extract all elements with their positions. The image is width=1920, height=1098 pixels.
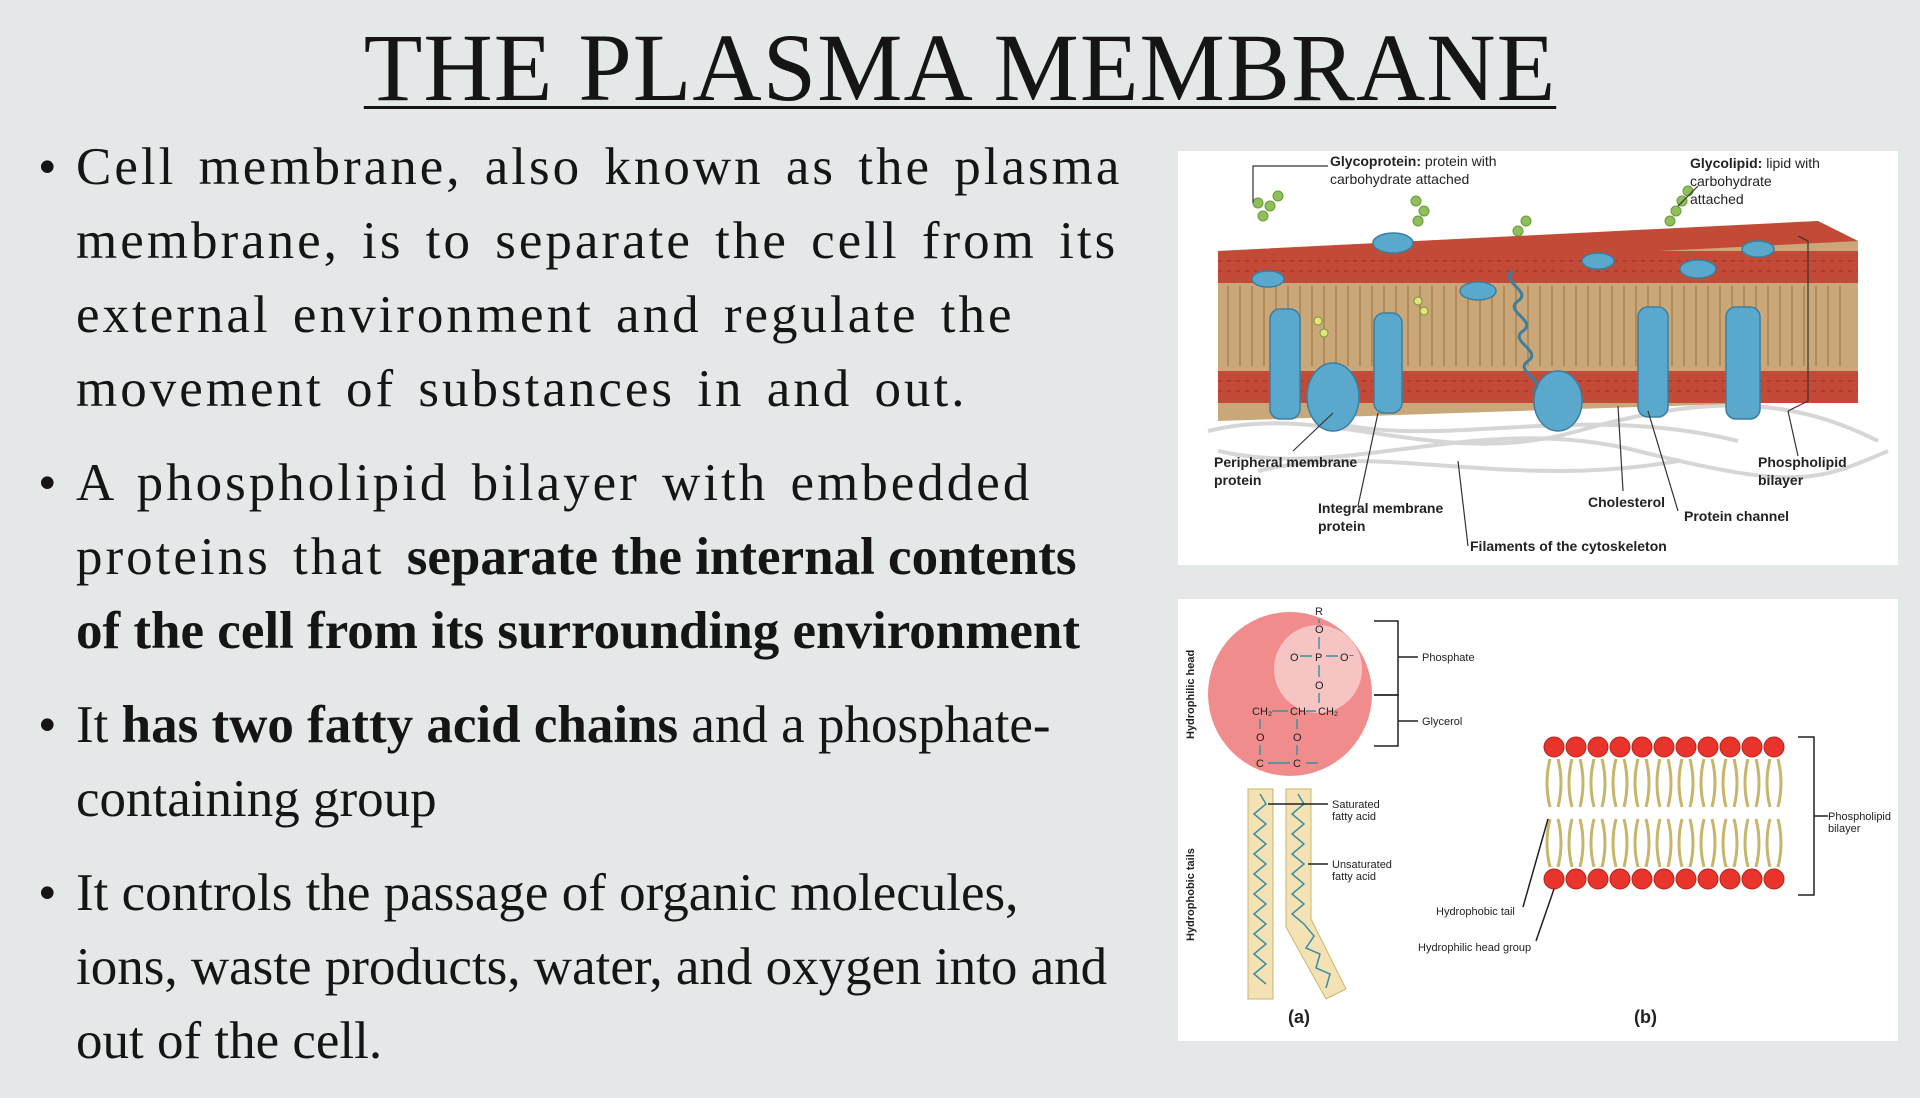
leader-lines <box>1252 165 1809 547</box>
panel-b-brackets <box>1522 736 1828 942</box>
bullet-item: • It has two fatty acid chains and a phos… <box>38 688 1128 836</box>
saturated-label: Saturated <box>1332 799 1380 811</box>
chem-c-1: C <box>1256 758 1264 770</box>
membrane-diagram: Glycoprotein: protein with carbohydrate … <box>1207 153 1889 554</box>
glycoprotein-label-line2: carbohydrate attached <box>1330 171 1469 187</box>
phospholipid-figure: Hydrophilic head Hydrophobic tails R O O… <box>1178 599 1898 1041</box>
fatty-acid-tails <box>1247 788 1347 1000</box>
bullet-dot: • <box>38 454 57 512</box>
svg-text:Glycoprotein: protein with: Glycoprotein: protein with <box>1330 153 1497 169</box>
chem-c-2: C <box>1293 758 1301 770</box>
bullet-bold-text: has two fatty acid chains <box>121 696 679 754</box>
glycoprotein-label-rest: protein with <box>1421 153 1496 169</box>
hydrophobic-tail-label: Hydrophobic tail <box>1436 906 1515 918</box>
bilayer-b-label: Phospholipid <box>1828 811 1891 823</box>
membrane-proteins <box>1251 232 1775 432</box>
bullet-item: • It controls the passage of organic mole… <box>38 856 1128 1078</box>
hydrophilic-head-label: Hydrophilic head <box>1185 650 1197 739</box>
svg-text:Glycolipid: lipid with: Glycolipid: lipid with <box>1690 155 1820 171</box>
unsaturated-label: Unsaturated <box>1332 859 1392 871</box>
peripheral-protein-label: Peripheral membrane <box>1214 454 1357 470</box>
panel-a-label: (a) <box>1288 1007 1310 1027</box>
chem-bonds <box>1259 619 1338 764</box>
carbohydrate-chains <box>1252 185 1694 338</box>
glycerol-label: Glycerol <box>1422 716 1462 728</box>
bullet-dot: • <box>38 696 57 754</box>
hydrophilic-head-group-label: Hydrophilic head group <box>1418 942 1531 954</box>
bilayer-b <box>1543 736 1785 890</box>
bullet-item: • Cell membrane, also known as the plasma… <box>38 130 1128 426</box>
chem-o-2: O <box>1315 680 1324 692</box>
page-title: The Plasma Membrane <box>363 14 1557 121</box>
integral-protein-label-2: protein <box>1318 518 1365 534</box>
chem-ch: CH <box>1290 706 1306 718</box>
chem-o-minus: O⁻ <box>1340 652 1355 664</box>
bullet-dot: • <box>38 864 57 922</box>
panel-a-brackets <box>1268 620 1418 865</box>
hydrophobic-tails-label: Hydrophobic tails <box>1185 848 1197 941</box>
bilayer-label: Phospholipid <box>1758 454 1847 470</box>
unsaturated-label-2: fatty acid <box>1332 871 1376 883</box>
filaments-label: Filaments of the cytoskeleton <box>1470 538 1667 554</box>
bullet-bold-text: separate the internal contents of the ce… <box>76 528 1081 660</box>
glycolipid-label-line2: carbohydrate <box>1690 173 1772 189</box>
integral-protein-label: Integral membrane <box>1318 500 1443 516</box>
bullet-text: Cell membrane, also known as the plasma … <box>76 138 1123 418</box>
glycolipid-label-rest: lipid with <box>1762 155 1820 171</box>
phosphate-highlight <box>1274 625 1362 713</box>
bullet-text: A phospholipid bilayer with embedded pro… <box>76 454 1033 586</box>
phosphate-label: Phosphate <box>1422 652 1475 664</box>
bullet-list: • Cell membrane, also known as the plasma… <box>38 130 1128 1098</box>
phospholipid-diagram: Hydrophilic head Hydrophobic tails R O O… <box>1185 606 1891 1027</box>
bullet-dot: • <box>38 138 60 196</box>
bullet-item: • A phospholipid bilayer with embedded pr… <box>38 446 1128 668</box>
membrane-structure-figure: Glycoprotein: protein with carbohydrate … <box>1178 151 1898 565</box>
peripheral-protein-label-2: protein <box>1214 472 1261 488</box>
bullet-text: It controls the passage of organic molec… <box>76 864 1108 1070</box>
chem-p: P <box>1315 652 1322 664</box>
chem-ch2-right: CH₂ <box>1318 706 1338 718</box>
protein-channel-label: Protein channel <box>1684 508 1789 524</box>
cholesterol-label: Cholesterol <box>1588 494 1665 510</box>
chem-o: O <box>1315 624 1324 636</box>
bilayer-b-label-2: bilayer <box>1828 823 1861 835</box>
chem-o-lower-2: O <box>1293 732 1302 744</box>
chem-o-lower-1: O <box>1256 732 1265 744</box>
glycolipid-label-line3: attached <box>1690 191 1744 207</box>
panel-b-label: (b) <box>1634 1007 1657 1027</box>
bullet-text: and a phosphate-containing group <box>76 696 1051 828</box>
chem-r: R <box>1315 606 1323 618</box>
chem-ch2-left: CH₂ <box>1252 706 1272 718</box>
bullet-text: It <box>76 696 122 754</box>
glycolipid-label-bold: Glycolipid: <box>1690 155 1762 171</box>
bilayer-label-2: bilayer <box>1758 472 1804 488</box>
chem-o-double: O <box>1290 652 1299 664</box>
helix-protein <box>1507 269 1539 393</box>
saturated-label-2: fatty acid <box>1332 811 1376 823</box>
glycoprotein-label-bold: Glycoprotein: <box>1330 153 1421 169</box>
